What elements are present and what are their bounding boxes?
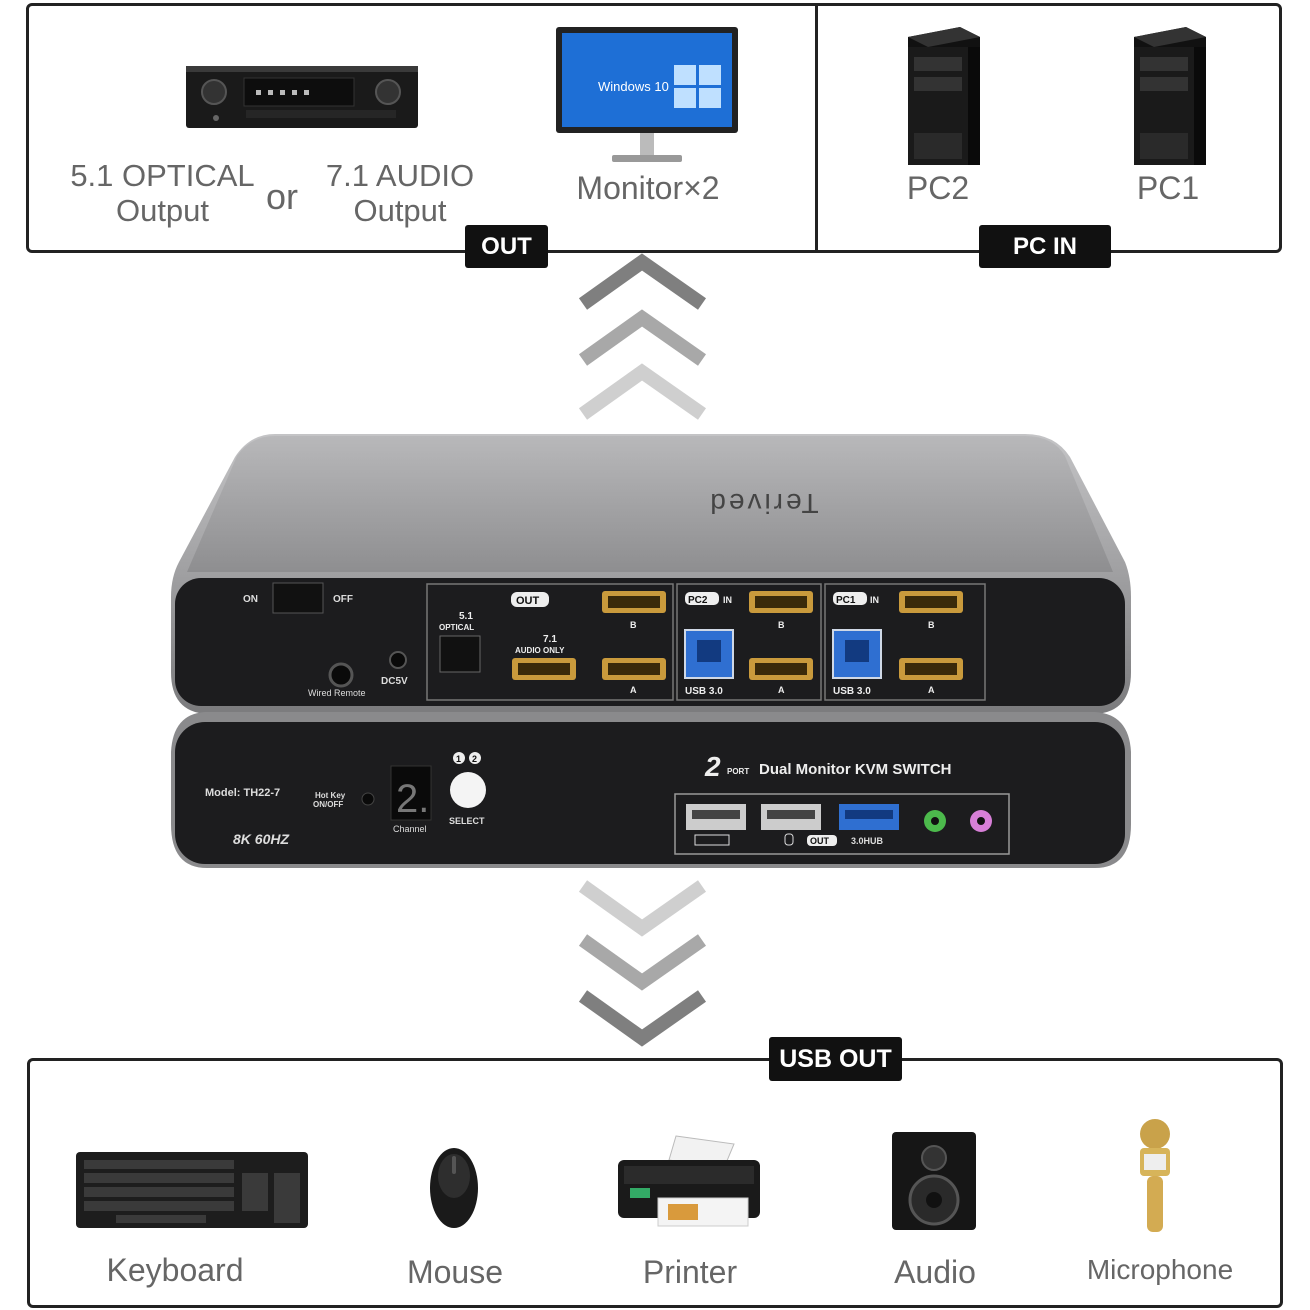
optical-sub-label: OPTICAL: [439, 623, 474, 632]
audio-output-label: 7.1 AUDIO Output: [310, 158, 490, 228]
audio71-label: 7.1: [543, 634, 557, 645]
optical-output-line2: Output: [115, 193, 210, 228]
microphone-icon: [1140, 1119, 1170, 1232]
panel-divider: [815, 3, 818, 253]
rear-out-b-label: B: [630, 620, 637, 630]
audio-output-line1: 7.1 AUDIO: [325, 158, 475, 193]
wired-remote-label: Wired Remote: [308, 688, 366, 698]
usb-item-printer: Printer: [642, 1254, 738, 1290]
pc2-label: PC2: [906, 170, 970, 206]
pc2-b-label: B: [778, 620, 785, 630]
printer-icon: [618, 1135, 760, 1227]
monitor-icon: Windows 10: [556, 27, 738, 162]
pc2-in-suffix: IN: [723, 595, 732, 605]
usb-item-audio: Audio: [894, 1254, 976, 1290]
usb-item-mouse: Mouse: [406, 1254, 504, 1290]
pc-in-tag: PC IN: [979, 225, 1111, 268]
brand-label: Terived: [707, 488, 818, 519]
hub-label: 3.0HUB: [851, 836, 884, 846]
out-tag: OUT: [465, 225, 548, 268]
av-receiver-icon: [186, 66, 418, 128]
front-out-label: OUT: [810, 836, 830, 846]
pc1-tower-icon: [1134, 27, 1206, 165]
optical-output-line1: 5.1 OPTICAL: [70, 158, 255, 193]
channel-digit: 2.: [396, 777, 429, 821]
pc2-in-label: PC2: [688, 595, 708, 606]
speaker-icon: [892, 1132, 976, 1230]
title-number: 2: [704, 751, 721, 782]
optical-port-label: 5.1: [459, 611, 473, 622]
pc1-b-label: B: [928, 620, 935, 630]
hotkey-line1: Hot Key: [315, 791, 346, 800]
pc2-tower-icon: [908, 27, 980, 165]
rear-out-label: OUT: [516, 595, 540, 607]
pc1-in-label: PC1: [836, 595, 856, 606]
mouse-icon: [430, 1148, 478, 1228]
keyboard-icon: [76, 1152, 308, 1228]
pc1-in-suffix: IN: [870, 595, 879, 605]
usb-out-tag: USB OUT: [769, 1037, 902, 1081]
optical-output-label: 5.1 OPTICAL Output: [60, 158, 265, 228]
dc5v-label: DC5V: [381, 676, 408, 687]
pc2-a-label: A: [778, 685, 785, 695]
power-on-label: ON: [243, 594, 258, 605]
select-2-label: 2: [472, 754, 477, 764]
select-label: SELECT: [449, 816, 485, 826]
kvm-switch-device: Terived ON OFF Wired Remote DC5V 5.1 OPT…: [171, 434, 1131, 868]
title-port: PORT: [727, 767, 749, 776]
resolution-label: 8K 60HZ: [233, 831, 289, 847]
pc1-label: PC1: [1136, 170, 1200, 206]
monitor-label: Monitor×2: [576, 170, 720, 206]
or-label: or: [266, 176, 299, 217]
hotkey-line2: ON/OFF: [313, 800, 343, 809]
audio-output-line2: Output: [353, 193, 447, 228]
title-label: Dual Monitor KVM SWITCH: [759, 761, 951, 778]
model-label: Model: TH22-7: [205, 787, 280, 799]
pc1-a-label: A: [928, 685, 935, 695]
pc2-usb-label: USB 3.0: [685, 686, 723, 697]
up-arrows-icon: [578, 253, 707, 420]
usb-item-keyboard: Keyboard: [106, 1252, 244, 1288]
select-1-label: 1: [456, 754, 461, 764]
monitor-screen-text: Windows 10: [598, 79, 669, 94]
rear-out-a-label: A: [630, 685, 637, 695]
usb-item-microphone: Microphone: [1086, 1254, 1234, 1285]
power-off-label: OFF: [333, 594, 353, 605]
channel-label: Channel: [393, 824, 427, 834]
pc1-usb-label: USB 3.0: [833, 686, 871, 697]
down-arrows-icon: [578, 880, 707, 1047]
audio-only-label: AUDIO ONLY: [515, 646, 565, 655]
